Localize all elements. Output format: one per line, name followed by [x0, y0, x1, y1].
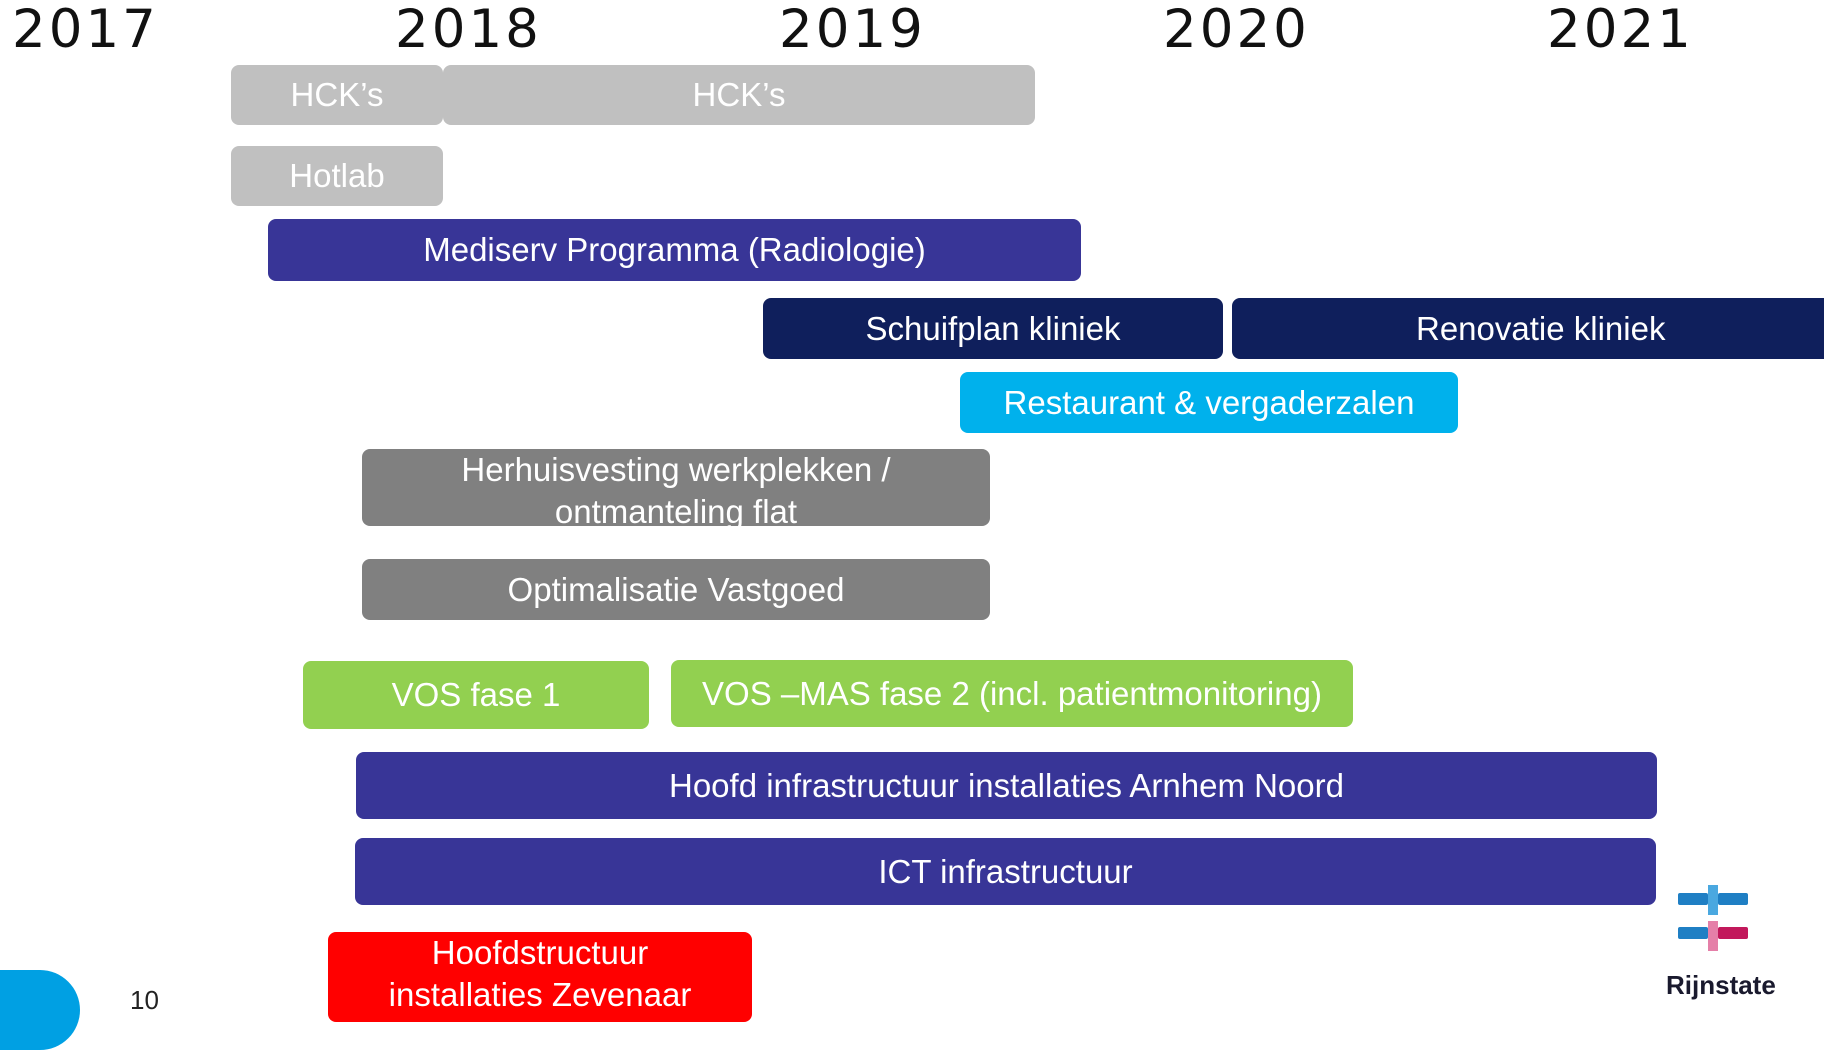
bar-optimalisatie: Optimalisatie Vastgoed — [362, 559, 990, 620]
year-2017: 2017 — [12, 0, 159, 60]
bar-hcks-1: HCK’s — [231, 65, 443, 125]
rijnstate-logo-text: Rijnstate — [1666, 970, 1776, 1000]
bar-vos-mas-fase2: VOS –MAS fase 2 (incl. patientmonitoring… — [671, 660, 1353, 727]
bar-hoofdstructuur: Hoofdstructuur installaties Zevenaar — [328, 932, 752, 1022]
bar-schuifplan: Schuifplan kliniek — [763, 298, 1223, 359]
bar-renovatie: Renovatie kliniek — [1232, 298, 1824, 359]
bar-hoofdstructuur-line2: installaties Zevenaar — [388, 976, 692, 1013]
rijnstate-logo-icon — [1678, 885, 1748, 951]
bar-herhuisvesting-line2: ontmanteling flat — [554, 493, 798, 526]
bar-hotlab: Hotlab — [231, 146, 443, 206]
bar-mediserv: Mediserv Programma (Radiologie) — [268, 219, 1081, 281]
bar-hoofd-infra: Hoofd infrastructuur installaties Arnhem… — [356, 752, 1657, 819]
year-2020: 2020 — [1163, 0, 1310, 60]
year-2019: 2019 — [779, 0, 926, 60]
year-2021: 2021 — [1547, 0, 1694, 60]
bar-vos-fase1: VOS fase 1 — [303, 661, 649, 729]
page-number: 10 — [130, 985, 159, 1015]
year-2018: 2018 — [395, 0, 542, 60]
bar-hoofdstructuur-line1: Hoofdstructuur — [431, 934, 649, 971]
bar-herhuisvesting-line1: Herhuisvesting werkplekken / — [461, 451, 891, 488]
bar-herhuisvesting: Herhuisvesting werkplekken / ontmantelin… — [362, 449, 990, 526]
bar-hcks-2: HCK’s — [443, 65, 1035, 125]
bar-restaurant: Restaurant & vergaderzalen — [960, 372, 1458, 433]
corner-decoration — [0, 970, 80, 1050]
bar-ict: ICT infrastructuur — [355, 838, 1656, 905]
